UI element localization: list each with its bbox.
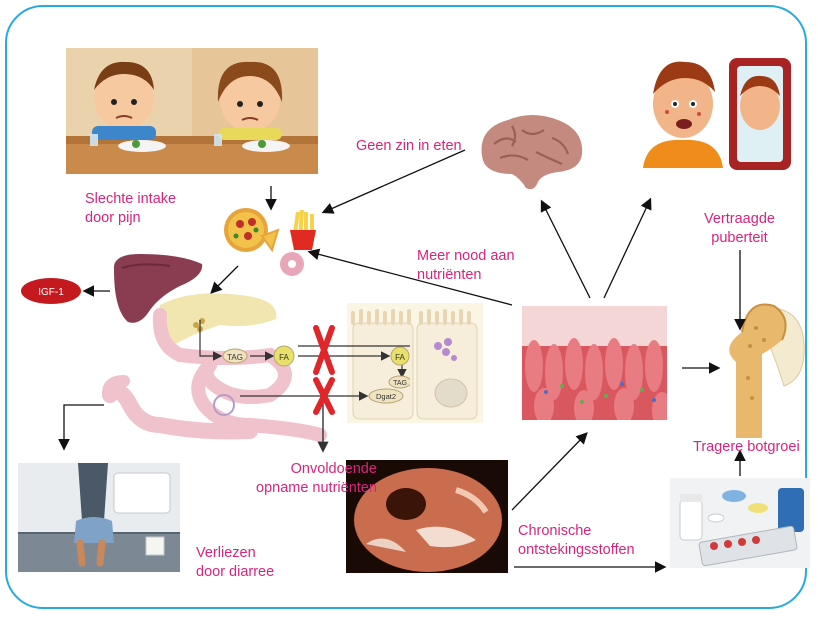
label-line: ontstekingsstoffen (518, 541, 635, 560)
label-line: Onvoldoende (256, 460, 377, 479)
label-line: Geen zin in eten (356, 137, 462, 156)
label-line: Tragere botgroei (693, 438, 800, 457)
label-line: Meer nood aan (417, 247, 515, 266)
label-onvoldoende: Onvoldoende opname nutriënten (256, 460, 377, 498)
label-tragere: Tragere botgroei (693, 438, 800, 457)
label-verliezen: Verliezen door diarree (196, 544, 274, 582)
label-line: opname nutriënten (256, 479, 377, 498)
label-geen-zin: Geen zin in eten (356, 137, 462, 156)
label-line: Verliezen (196, 544, 274, 563)
label-chronische: Chronische ontstekingsstoffen (518, 522, 635, 560)
label-meer-nood: Meer nood aan nutriënten (417, 247, 515, 285)
label-line: Chronische (518, 522, 635, 541)
label-slechte-intake: Slechte intake door pijn (85, 190, 176, 228)
label-line: Slechte intake (85, 190, 176, 209)
label-line: door diarree (196, 563, 274, 582)
label-line: puberteit (704, 229, 775, 248)
label-line: door pijn (85, 209, 176, 228)
label-vertraagde: Vertraagde puberteit (704, 210, 775, 248)
label-line: Vertraagde (704, 210, 775, 229)
label-line: nutriënten (417, 266, 515, 285)
